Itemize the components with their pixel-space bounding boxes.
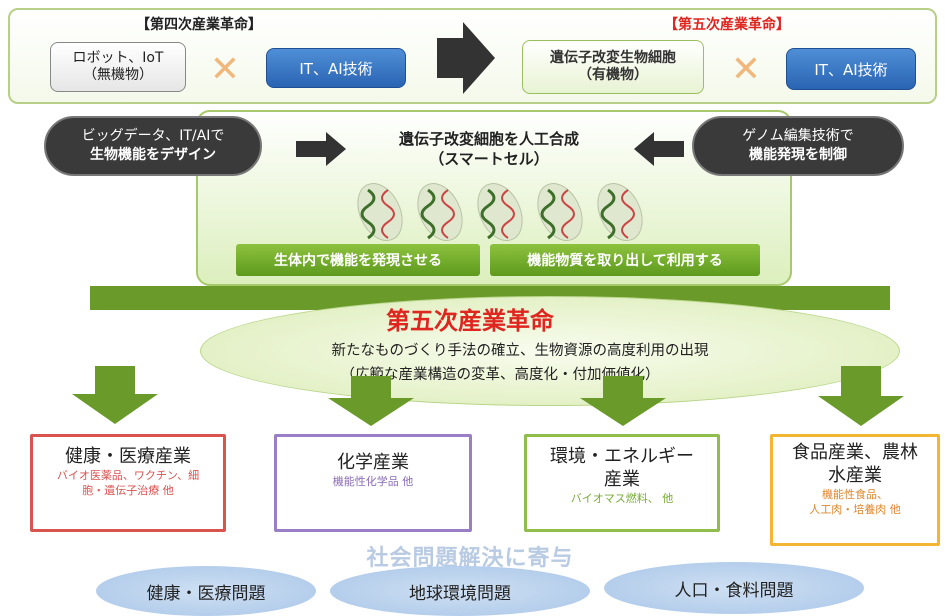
cloud-health-medical: 健康・医療問題: [96, 566, 316, 616]
fifth-revolution-subdesc: （広範な産業構造の変革、高度化・付加価値化）: [340, 366, 660, 383]
big-right-arrow-icon: [437, 22, 495, 94]
smart-cell-title-line2: （スマートセル）: [429, 150, 549, 168]
smart-cells: [354, 176, 654, 246]
control-label: 機能発現を制御: [749, 147, 847, 163]
industry-env-sub1: バイオマス燃料、 他: [570, 492, 674, 505]
industry-food-title2: 水産業: [828, 465, 882, 486]
dna-cells-icon: [357, 183, 643, 241]
cloud-population-food: 人口・食料問題: [604, 562, 864, 614]
cloud-global-environment: 地球環境問題: [330, 566, 590, 616]
design-label: 生物機能をデザイン: [90, 147, 216, 163]
genome-editing-pill: ゲノム編集技術で 機能発現を制御: [692, 116, 904, 176]
extract-substance-label: 機能物質を取り出して利用する: [490, 244, 760, 276]
left-arrow-icon: [634, 132, 684, 166]
inorganic-label: （無機物）: [83, 67, 153, 83]
industry-env-title: 環境・エネルギー: [550, 446, 694, 467]
industry-health-title: 健康・医療産業: [65, 446, 191, 467]
robot-iot-box: ロボット、IoT （無機物）: [50, 42, 186, 92]
down-arrow-icon-1: [72, 366, 158, 424]
down-arrow-icon-3: [580, 376, 666, 426]
fifth-revolution-ellipse: [200, 296, 900, 406]
down-arrow-icon-2: [328, 376, 414, 426]
industry-chemical-title: 化学産業: [337, 452, 409, 473]
bigdata-label: ビッグデータ、IT/AIで: [81, 128, 225, 144]
robot-iot-label: ロボット、IoT: [72, 50, 164, 66]
multiply-icon-2: ✕: [730, 49, 762, 90]
it-ai-tech-box-right: IT、AI技術: [786, 48, 916, 90]
it-ai-tech-box-left: IT、AI技術: [266, 48, 406, 88]
smart-cell-title: 遺伝子改変細胞を人工合成 （スマートセル）: [366, 126, 612, 172]
industry-health-medical: 健康・医療産業 バイオ医薬品、ワクチン、細 胞・遺伝子治療 他: [30, 434, 226, 532]
fifth-revolution-title: 【第五次産業革命】: [664, 17, 790, 33]
industry-health-sub2: 胞・遺伝子治療 他: [82, 484, 174, 497]
organic-label: （有機物）: [578, 67, 648, 83]
industry-food-title: 食品産業、農林: [792, 442, 918, 463]
fifth-revolution-heading: 第五次産業革命: [386, 306, 554, 335]
industry-food-sub2: 人工肉・培養肉 他: [809, 503, 901, 516]
down-arrow-icon-4: [818, 366, 904, 426]
gm-cell-label: 遺伝子改変生物細胞: [550, 50, 676, 66]
industry-env-title2: 産業: [604, 469, 640, 490]
smart-cell-title-line1: 遺伝子改変細胞を人工合成: [398, 130, 579, 148]
industry-environment-energy: 環境・エネルギー 産業 バイオマス燃料、 他: [524, 434, 720, 532]
bigdata-design-pill: ビッグデータ、IT/AIで 生物機能をデザイン: [44, 116, 262, 176]
industry-food-agri: 食品産業、農林 水産業 機能性食品、 人工肉・培養肉 他: [770, 434, 940, 546]
fourth-revolution-title: 【第四次産業革命】: [136, 17, 262, 33]
industry-chemical: 化学産業 機能性化学品 他: [274, 434, 472, 532]
industry-food-sub1: 機能性食品、: [822, 488, 888, 501]
industry-chemical-sub1: 機能性化学品 他: [332, 475, 414, 488]
right-arrow-icon: [296, 132, 346, 166]
industry-health-sub1: バイオ医薬品、ワクチン、細: [56, 469, 200, 482]
fifth-revolution-desc: 新たなものづくり手法の確立、生物資源の高度利用の出現: [331, 342, 709, 359]
gm-cell-box: 遺伝子改変生物細胞 （有機物）: [522, 40, 704, 94]
express-in-vivo-label: 生体内で機能を発現させる: [236, 244, 480, 276]
genome-editing-label: ゲノム編集技術で: [742, 128, 854, 144]
multiply-icon: ✕: [209, 49, 241, 90]
